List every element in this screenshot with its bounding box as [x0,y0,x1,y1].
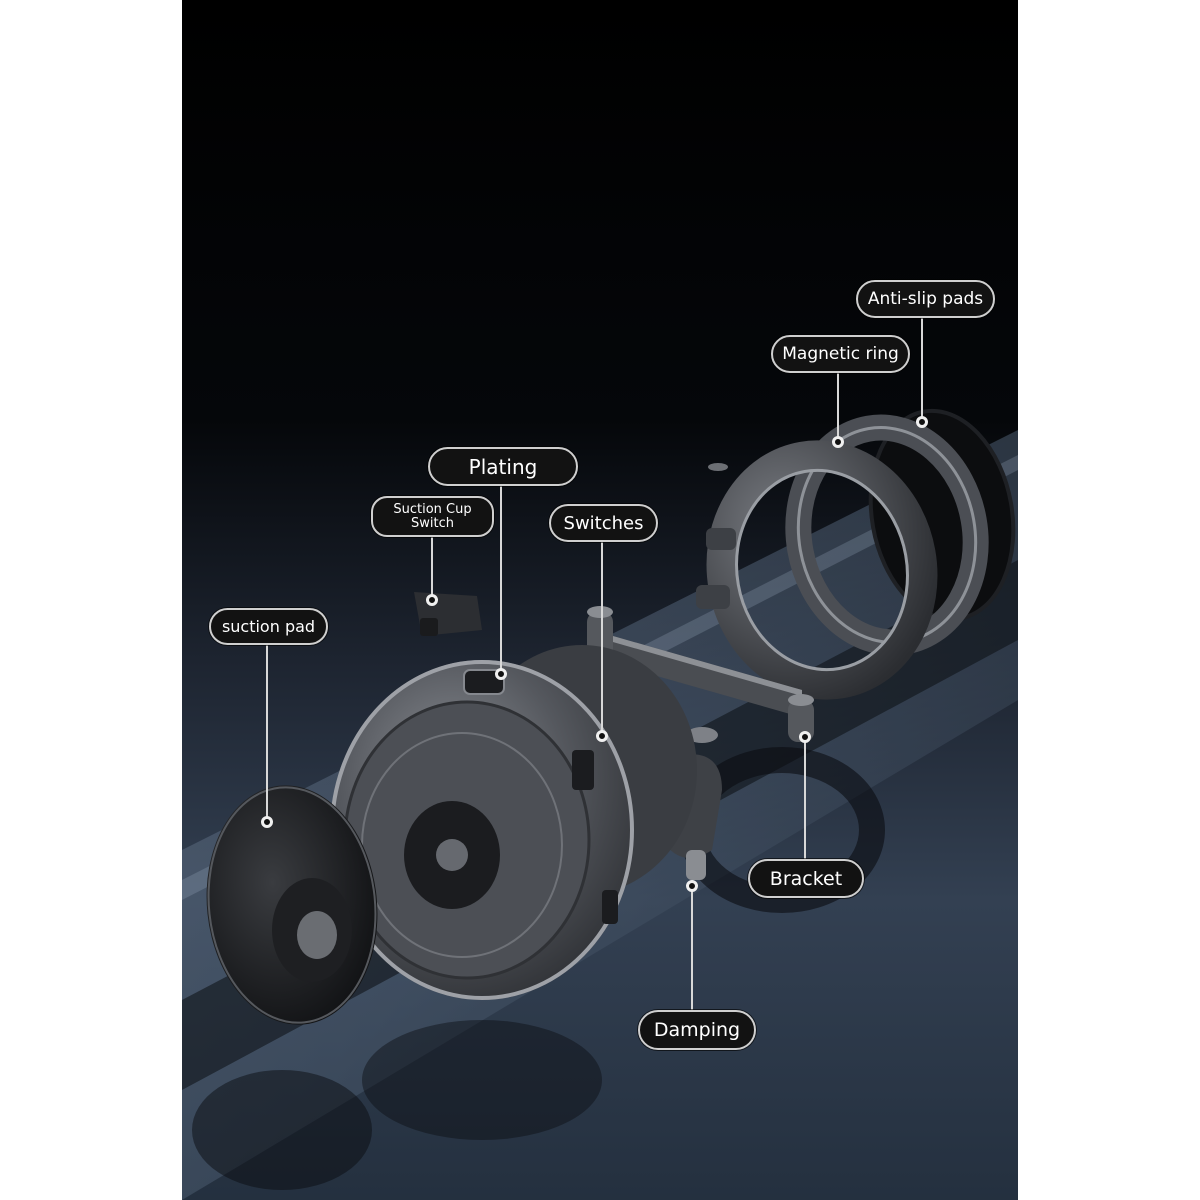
suction-cup-switch-line1: Suction Cup [393,501,472,517]
exploded-view-illustration [182,0,1018,1200]
switches-leader [601,540,603,736]
suction-cup-switch-leader [431,536,433,598]
suction-pad-leader [266,644,268,822]
suction-cup-switch-dot [426,594,438,606]
bracket-leader [804,737,806,861]
anti-slip-pads-leader [921,316,923,422]
damping-label: Damping [638,1010,756,1050]
switches-dot [596,730,608,742]
suction-pad-dot [261,816,273,828]
suction-cup-switch-line2: Switch [411,515,454,531]
magnetic-ring-label: Magnetic ring [771,335,910,373]
suction-pad-label: suction pad [209,608,328,645]
damping-leader [691,886,693,1012]
plating-leader [500,484,502,672]
exploded-view-scene [182,0,1018,1200]
damping-dot [686,880,698,892]
bracket-label: Bracket [748,859,864,898]
magnetic-ring-leader [837,372,839,442]
magnetic-ring-dot [832,436,844,448]
anti-slip-pads-label: Anti-slip pads [856,280,995,318]
bracket-dot [799,731,811,743]
suction-cup-switch-label: Suction Cup Switch [371,496,494,537]
plating-dot [495,668,507,680]
switches-label: Switches [549,504,658,542]
plating-label: Plating [428,447,578,486]
anti-slip-pads-dot [916,416,928,428]
